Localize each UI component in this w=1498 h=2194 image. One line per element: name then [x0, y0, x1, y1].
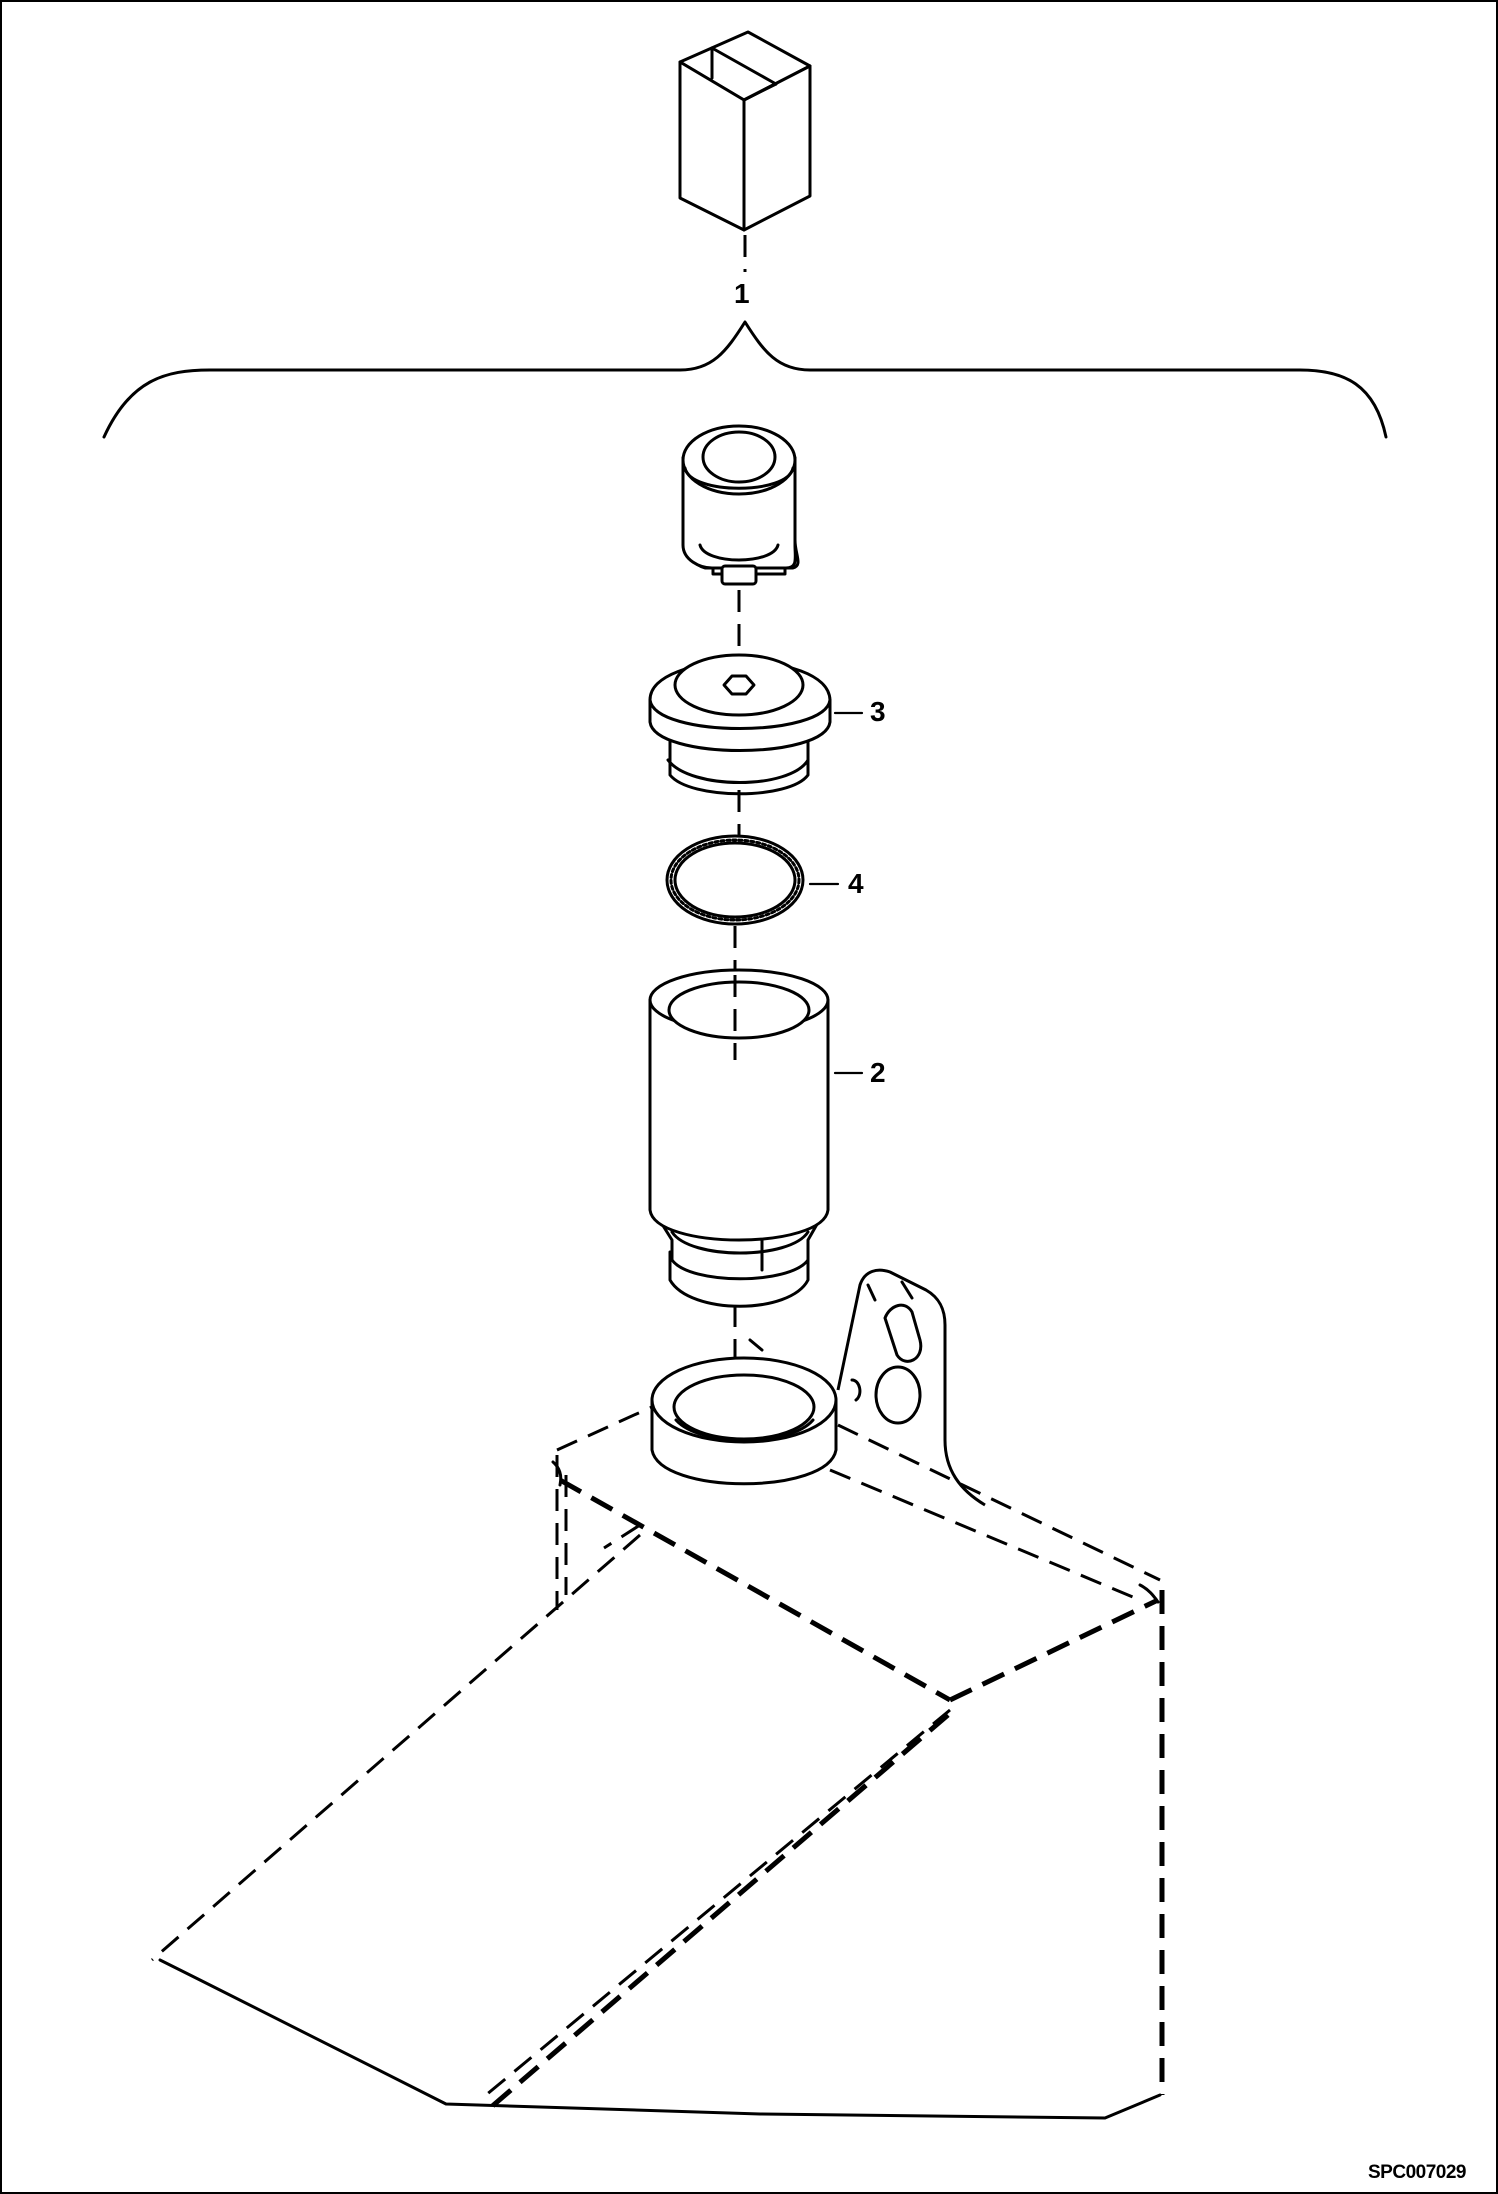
callout-seal-ring: 4 [848, 868, 864, 899]
callout-bushing: 2 [870, 1057, 886, 1088]
cap-part [648, 653, 832, 796]
callout-kit: 1 [734, 278, 750, 309]
drawing-code: SPC007029 [1368, 2162, 1466, 2183]
mounting-bracket [836, 1268, 986, 1507]
callout-cap: 3 [870, 696, 886, 727]
tank-boss [650, 1338, 838, 1486]
tank-outline [151, 1404, 1165, 2120]
kit-box-icon [678, 30, 812, 232]
vent-plug [681, 424, 800, 586]
seal-ring [665, 834, 805, 926]
kit-brace [102, 320, 1388, 439]
bushing-part [648, 968, 830, 1308]
